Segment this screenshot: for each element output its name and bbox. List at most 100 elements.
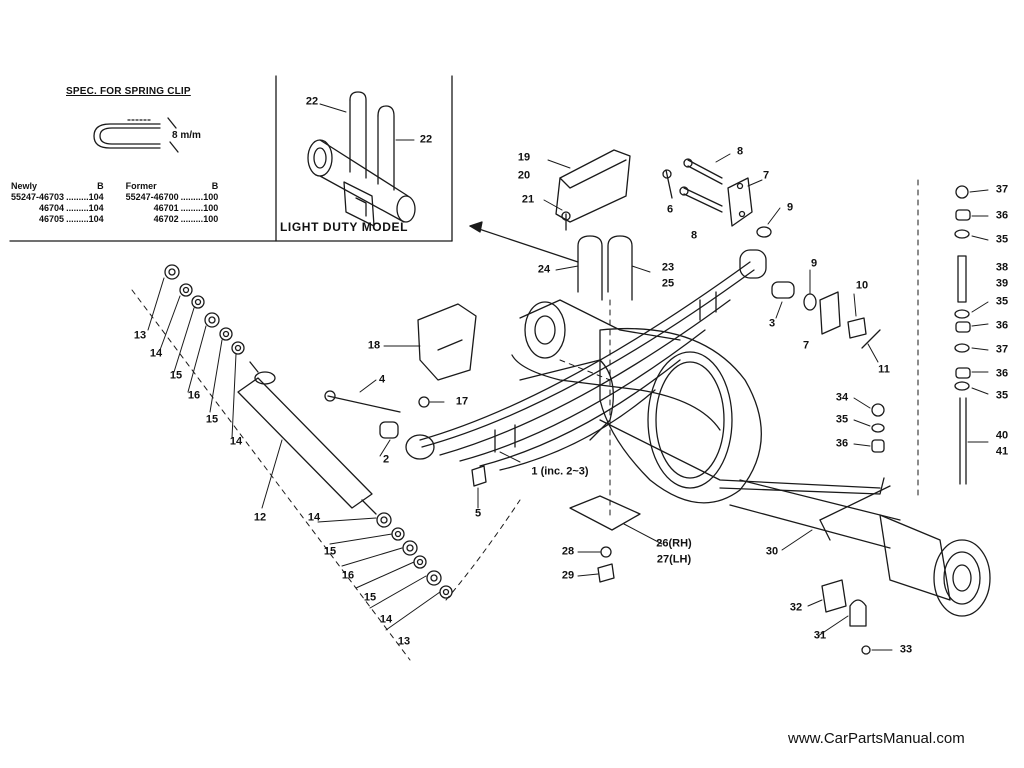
header-newly: Newly [11, 180, 38, 191]
spec-header-row: Newly B Former B [10, 180, 219, 191]
newly-b: .........104 [66, 213, 104, 224]
callout: 26(RH) [656, 537, 692, 550]
callout: 5 [474, 507, 482, 520]
callout: 33 [899, 643, 913, 656]
former-b: .........100 [180, 213, 219, 224]
former-b: .........100 [180, 191, 219, 202]
callout: 37 [995, 343, 1009, 356]
newly-b: .........104 [66, 202, 104, 213]
u-bolts-and-pad [555, 149, 633, 301]
former-b: .........100 [180, 202, 219, 213]
callout: 32 [789, 601, 803, 614]
watermark-link[interactable]: www.CarPartsManual.com [788, 730, 965, 747]
callout: 2 [382, 453, 390, 466]
callout: 14 [149, 347, 163, 360]
inset-callout: 22 [419, 133, 433, 146]
callout: 39 [995, 277, 1009, 290]
callout: 14 [229, 435, 243, 448]
callout: 35 [995, 389, 1009, 402]
callout: 38 [995, 261, 1009, 274]
stabilizer-mount [821, 579, 871, 655]
callout: 27(LH) [656, 553, 692, 566]
axle-housing [519, 299, 991, 617]
callout: 3 [768, 317, 776, 330]
callout: 7 [802, 339, 810, 352]
callout: 25 [661, 277, 675, 290]
inset-callout: 22 [305, 95, 319, 108]
assembly-guide-lines [131, 179, 919, 661]
callout: 35 [995, 295, 1009, 308]
callout: 8 [736, 145, 744, 158]
callout: 11 [878, 363, 890, 376]
callout: 24 [537, 263, 551, 276]
header-b-newly: B [97, 180, 104, 191]
callout: 20 [517, 169, 531, 182]
newly-part: 55247-46703 [11, 191, 65, 202]
stabilizer-link-stack [871, 185, 971, 485]
callout: 15 [169, 369, 183, 382]
callout: 13 [397, 635, 411, 648]
newly-b: .........104 [66, 191, 104, 202]
spec-title: SPEC. FOR SPRING CLIP [66, 86, 191, 97]
callout: 4 [378, 373, 386, 386]
callout: 15 [363, 591, 377, 604]
callout: 8 [690, 229, 698, 242]
callout: 36 [995, 367, 1009, 380]
spec-table: Newly B Former B 55247-46703 .........10… [10, 180, 219, 224]
callout: 36 [995, 319, 1009, 332]
inset-pointer-arrow [469, 221, 579, 263]
callout: 15 [323, 545, 337, 558]
callout: 21 [521, 193, 535, 206]
upper-shock-hardware [164, 264, 245, 355]
callout: 29 [561, 569, 575, 582]
newly-part: 46705 [39, 213, 65, 224]
callout: 10 [855, 279, 869, 292]
spec-row: 55247-46703 .........104 55247-46700 ...… [10, 191, 219, 202]
callout: 9 [786, 201, 794, 214]
lower-shock-hardware [376, 512, 453, 599]
callout: 35 [835, 413, 849, 426]
inset-title: LIGHT DUTY MODEL [280, 220, 409, 234]
callout: 14 [379, 613, 393, 626]
leaf-spring [405, 249, 767, 471]
callout: 36 [995, 209, 1009, 222]
callout: 14 [307, 511, 321, 524]
newly-part: 46704 [39, 202, 65, 213]
callout: 7 [762, 169, 770, 182]
callout: 16 [341, 569, 355, 582]
callout: 30 [765, 545, 779, 558]
callout: 28 [561, 545, 575, 558]
former-part: 55247-46700 [125, 191, 179, 202]
callout: 6 [666, 203, 674, 216]
shock-absorber [237, 361, 377, 515]
callout: 15 [205, 413, 219, 426]
callout: 12 [253, 511, 267, 524]
former-part: 46701 [153, 202, 179, 213]
spring-seat-plate [569, 495, 641, 583]
callout: 31 [813, 629, 827, 642]
stabilizer-bar [511, 354, 891, 541]
callout: 18 [367, 339, 381, 352]
spring-hanger-bracket [324, 303, 487, 487]
callout: 34 [835, 391, 849, 404]
callout: 17 [455, 395, 469, 408]
callout: 1 (inc. 2~3) [531, 465, 589, 478]
callout: 23 [661, 261, 675, 274]
header-b-former: B [211, 180, 219, 191]
header-former: Former [125, 180, 157, 191]
callout: 19 [517, 151, 531, 164]
callout: 13 [133, 329, 147, 342]
spec-dimension: 8 m/m [172, 130, 201, 141]
callout: 41 [995, 445, 1009, 458]
light-duty-inset-drawing [307, 91, 416, 227]
callout: 9 [810, 257, 818, 270]
former-part: 46702 [153, 213, 179, 224]
callout: 35 [995, 233, 1009, 246]
spec-row: 46705 .........104 46702 .........100 [10, 213, 219, 224]
leader-lines [147, 103, 989, 651]
spec-box-frame [9, 75, 453, 242]
callout: 37 [995, 183, 1009, 196]
spring-clip-sketch [93, 117, 179, 153]
spec-row: 46704 .........104 46701 .........100 [10, 202, 219, 213]
